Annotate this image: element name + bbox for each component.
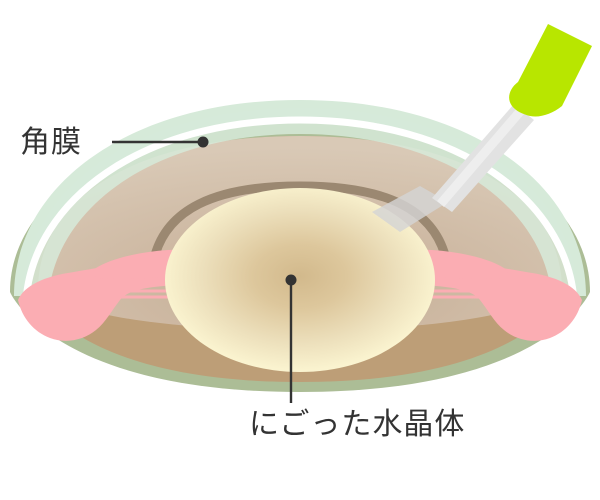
surgical-instrument-group [372, 24, 592, 232]
ciliary-body-left [18, 257, 190, 341]
instrument-handle [509, 24, 592, 117]
cornea-inner-band [22, 108, 578, 300]
annotation-leaders [112, 136, 297, 403]
cataract-lens-shape [165, 188, 435, 372]
zonule-fibers-right [428, 289, 482, 299]
cataract-lens-group [165, 188, 435, 372]
iris-ring-shape [147, 181, 453, 275]
zonule-fibers-left [118, 289, 172, 299]
ciliary-body-right [410, 257, 582, 341]
cornea-leader-dot [197, 136, 209, 148]
instrument-shaft-highlight [437, 108, 524, 207]
lens-leader-dot [285, 274, 297, 286]
instrument-tip-blade [372, 186, 448, 232]
sclera-white-band [22, 116, 578, 304]
cornea-label: 角膜 [20, 125, 82, 160]
clouded-lens-label: にごった水晶体 [249, 407, 466, 442]
